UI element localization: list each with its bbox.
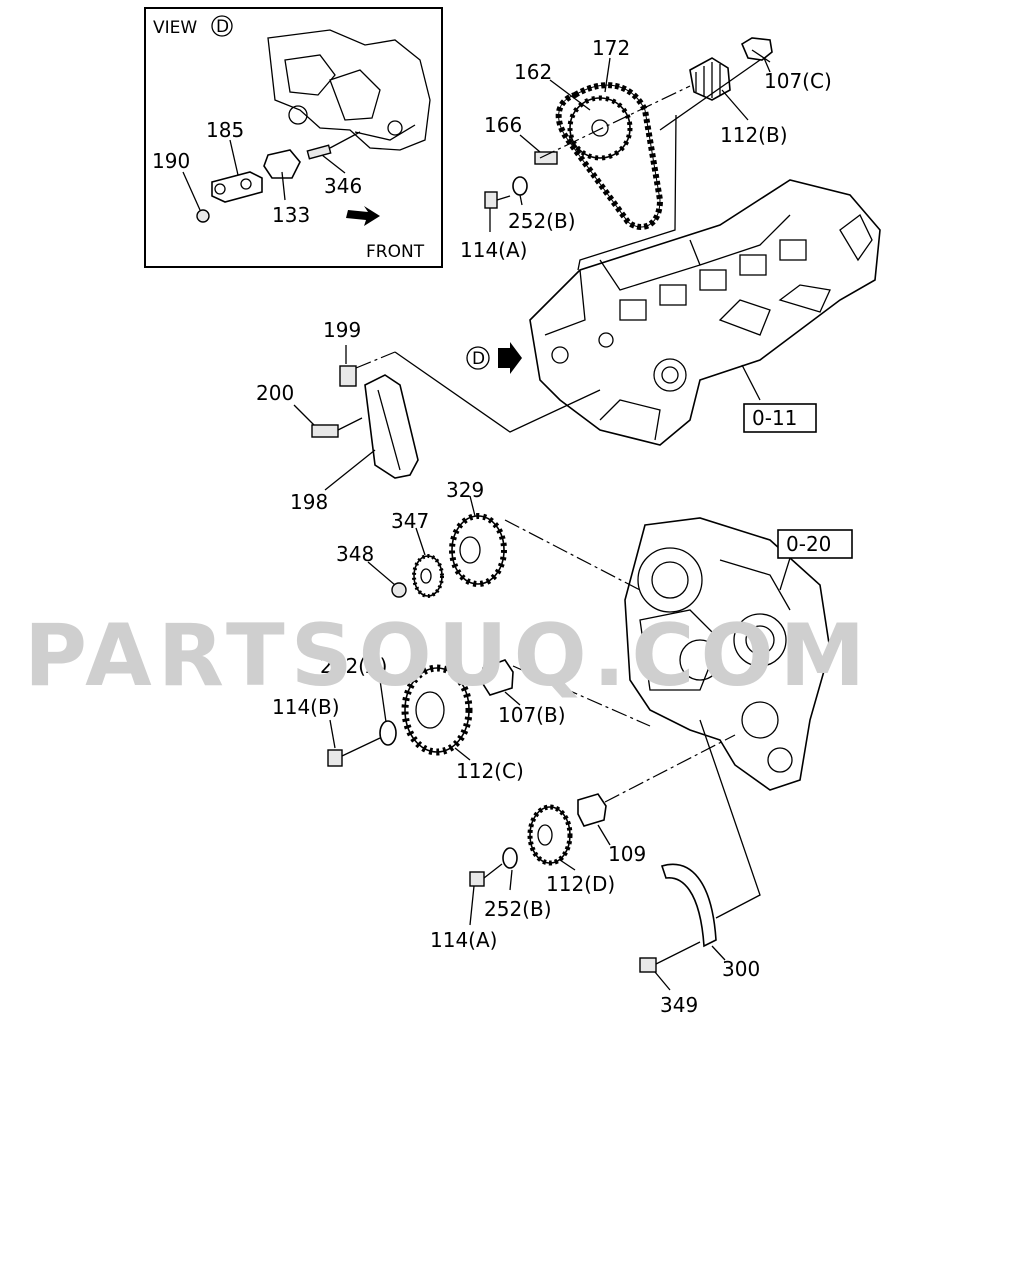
inset-view-mark-circle	[211, 15, 233, 37]
cylinder-head	[529, 179, 881, 446]
inset-frame	[144, 7, 443, 268]
label-172: 172	[592, 36, 630, 60]
part-252b-top-washer	[512, 176, 528, 196]
view-mark-main: D	[472, 349, 485, 369]
part-114a-bot-bolt	[469, 871, 485, 887]
label-162: 162	[514, 60, 552, 84]
inset-block-sketch	[267, 29, 431, 151]
label-114b: 114(B)	[272, 695, 340, 719]
front-arrow-icon	[346, 206, 380, 226]
label-109: 109	[608, 842, 646, 866]
part-114a-top-bolt	[484, 191, 498, 209]
label-252b-bot: 252(B)	[484, 897, 552, 921]
inset-view-label: VIEW	[153, 18, 197, 38]
label-199: 199	[323, 318, 361, 342]
label-185: 185	[206, 118, 244, 142]
inset-part-133	[263, 149, 301, 179]
part-199-pin	[339, 365, 357, 387]
inset-view-d: VIEW D FRONT 185 190 133	[144, 7, 443, 268]
part-112d-gear	[527, 804, 573, 866]
label-252b-top: 252(B)	[508, 209, 576, 233]
inset-part-346	[306, 144, 332, 160]
label-133: 133	[272, 203, 310, 227]
view-arrow-icon	[498, 342, 522, 374]
part-114b-bolt	[327, 749, 343, 767]
part-252a-washer	[379, 720, 397, 746]
label-347: 347	[391, 509, 429, 533]
part-107c-shaft	[740, 37, 773, 61]
label-107c: 107(C)	[764, 69, 832, 93]
part-300-tensioner-shoe	[660, 863, 717, 948]
label-114a-top: 114(A)	[460, 238, 527, 262]
part-162-sprocket	[567, 95, 633, 161]
part-252b-bot-washer	[502, 847, 518, 869]
ref-box-cover	[777, 529, 853, 559]
label-166: 166	[484, 113, 522, 137]
label-114a-bot: 114(A)	[430, 928, 497, 952]
ref-cover: 0-20	[786, 532, 831, 556]
part-112c-gear	[401, 664, 473, 756]
part-107b-shaft	[482, 659, 514, 696]
part-200-bolt	[311, 424, 339, 438]
inset-view-mark: D	[216, 17, 229, 37]
label-107b: 107(B)	[498, 703, 566, 727]
ref-box-head	[743, 403, 817, 433]
ref-head: 0-11	[752, 406, 797, 430]
label-190: 190	[152, 149, 190, 173]
label-112d: 112(D)	[546, 872, 615, 896]
part-347-sprocket	[412, 554, 444, 598]
label-252a: 252(A)	[320, 654, 387, 678]
inset-part-185	[211, 171, 263, 203]
label-112c: 112(C)	[456, 759, 524, 783]
label-329: 329	[446, 478, 484, 502]
inset-part-190	[196, 209, 210, 223]
timing-gear-case	[624, 517, 831, 791]
part-329-gear	[449, 513, 507, 587]
timing-chain	[555, 82, 664, 230]
part-198-guide	[364, 374, 419, 479]
label-348: 348	[336, 542, 374, 566]
label-112b: 112(B)	[720, 123, 788, 147]
watermark: PARTSOUQ.COM	[24, 606, 871, 706]
part-349-bolt	[639, 957, 657, 973]
label-346: 346	[324, 174, 362, 198]
part-109-shaft	[577, 793, 607, 827]
label-200: 200	[256, 381, 294, 405]
part-166-bolt	[534, 151, 558, 165]
view-mark-circle	[466, 346, 490, 370]
label-300: 300	[722, 957, 760, 981]
label-349: 349	[660, 993, 698, 1017]
part-348-nut	[391, 582, 407, 598]
inset-front-label: FRONT	[366, 242, 425, 262]
label-198: 198	[290, 490, 328, 514]
